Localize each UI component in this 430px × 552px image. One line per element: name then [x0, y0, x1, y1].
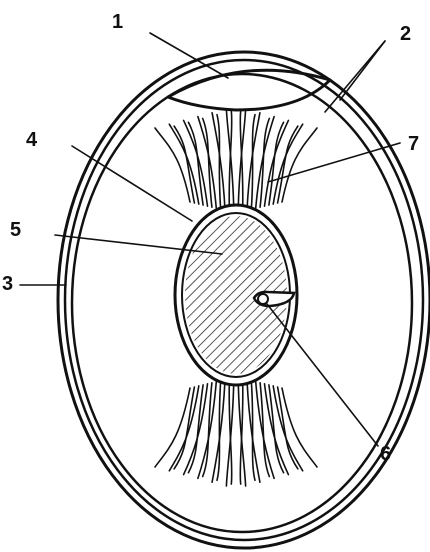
label-6: 6 [380, 443, 391, 465]
chalaza-strand [282, 388, 317, 467]
label-3: 3 [2, 273, 13, 295]
label-7: 7 [408, 133, 419, 155]
label-4: 4 [26, 129, 38, 151]
chalaza-strand [282, 128, 317, 202]
chalaza-strand [198, 382, 216, 479]
chalaza-strand [256, 382, 274, 479]
chalaza-strand [198, 117, 216, 209]
chalaza-strands-bottom [155, 378, 317, 487]
chalaza-strand [256, 117, 274, 209]
label-1: 1 [112, 11, 123, 33]
chalaza-strand [251, 115, 255, 210]
chalaza-strand [155, 388, 190, 467]
chalaza-strand [251, 381, 255, 481]
chalaza-strands-top [155, 109, 317, 213]
chalaza-strand [155, 128, 190, 202]
label-2: 2 [400, 23, 411, 45]
label-5: 5 [10, 219, 21, 241]
